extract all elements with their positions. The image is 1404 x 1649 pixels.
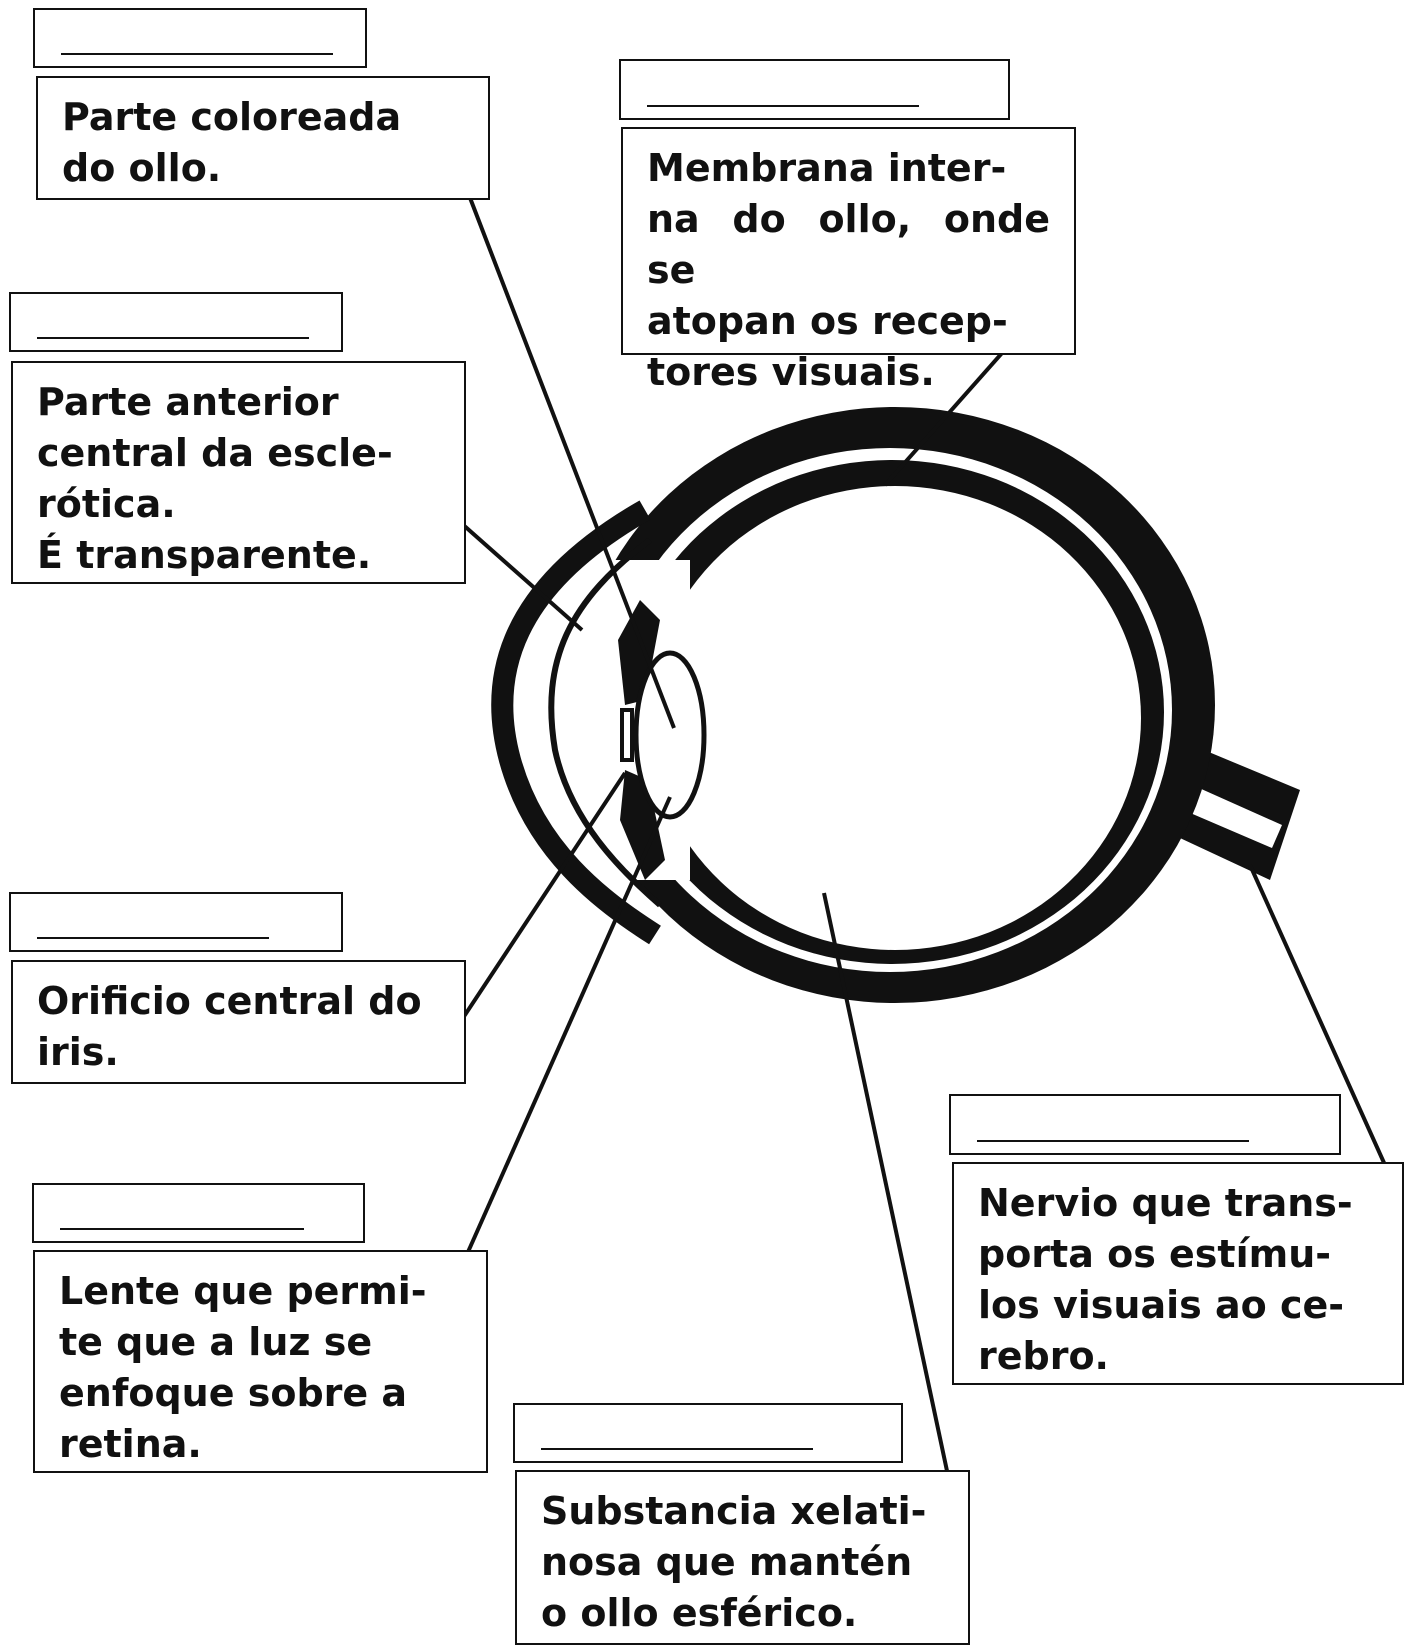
answer-box-cristalino[interactable] (32, 1183, 365, 1243)
leader-line-retina (883, 333, 1020, 487)
leader-line-humor-vitreo (822, 892, 952, 1486)
description-line: los visuais ao ce- (978, 1283, 1345, 1327)
description-line: retina. (59, 1422, 202, 1466)
description-line: central da escle- (37, 431, 393, 475)
description-line: tores visuais. (647, 350, 935, 394)
answer-box-humor-vitreo[interactable] (513, 1403, 903, 1463)
description-box-nervio-optico: Nervio que trans- porta os estímu- los v… (952, 1162, 1404, 1385)
description-box-pupila: Orificio central do iris. (11, 960, 466, 1084)
description-line: Nervio que trans- (978, 1181, 1353, 1225)
answer-line (60, 1228, 304, 1230)
answer-box-retina[interactable] (619, 59, 1010, 120)
description-line: na do ollo, onde se (647, 197, 1050, 292)
description-box-retina: Membrana inter- na do ollo, onde se atop… (621, 127, 1076, 394)
description-line: Lente que permi- (59, 1269, 427, 1313)
description-line: rebro. (978, 1334, 1109, 1378)
description-line: do ollo. (62, 146, 222, 190)
description-line: iris. (37, 1030, 119, 1074)
answer-box-cornea[interactable] (9, 292, 343, 352)
answer-line (977, 1140, 1249, 1142)
description-line: te que a luz se (59, 1320, 373, 1364)
cornea-shape (491, 500, 662, 945)
answer-line (61, 53, 333, 55)
leader-line-nervio-optico (1248, 864, 1387, 1166)
answer-line (37, 937, 269, 939)
leader-line-cornea (450, 513, 584, 632)
answer-line (37, 337, 309, 339)
description-line: porta os estímu- (978, 1232, 1332, 1276)
leader-line-pupila (453, 771, 627, 1032)
description-line: enfoque sobre a (59, 1371, 408, 1415)
answer-line (647, 105, 919, 107)
leader-line-cristalino (458, 796, 672, 1271)
lens-shape (633, 650, 707, 820)
description-box-iris: Parte coloreada do ollo. (36, 76, 490, 200)
description-box-cornea: Parte anterior central da escle- rótica.… (11, 361, 466, 584)
description-line: rótica. (37, 482, 176, 526)
leader-lines (450, 176, 1387, 1486)
leader-line-iris (460, 176, 676, 729)
description-line: É transparente. (37, 533, 372, 577)
answer-box-pupila[interactable] (9, 892, 343, 952)
description-line: Orificio central do (37, 979, 422, 1023)
description-line: Membrana inter- (647, 146, 1007, 190)
description-box-cristalino: Lente que permi- te que a luz se enfoque… (33, 1250, 488, 1473)
description-line: Parte coloreada (62, 95, 402, 139)
description-line: Substancia xelati- (541, 1489, 927, 1533)
iris-shape (618, 600, 665, 880)
description-line: atopan os recep- (647, 299, 1008, 343)
description-line: o ollo esférico. (541, 1591, 858, 1635)
description-box-humor-vitreo: Substancia xelati- nosa que mantén o oll… (515, 1470, 970, 1645)
vitreous-body (649, 486, 1141, 950)
answer-line (541, 1448, 813, 1450)
description-line: nosa que mantén (541, 1540, 913, 1584)
description-line: Parte anterior (37, 380, 339, 424)
answer-box-iris[interactable] (33, 8, 367, 68)
answer-box-nervio-optico[interactable] (949, 1094, 1341, 1155)
